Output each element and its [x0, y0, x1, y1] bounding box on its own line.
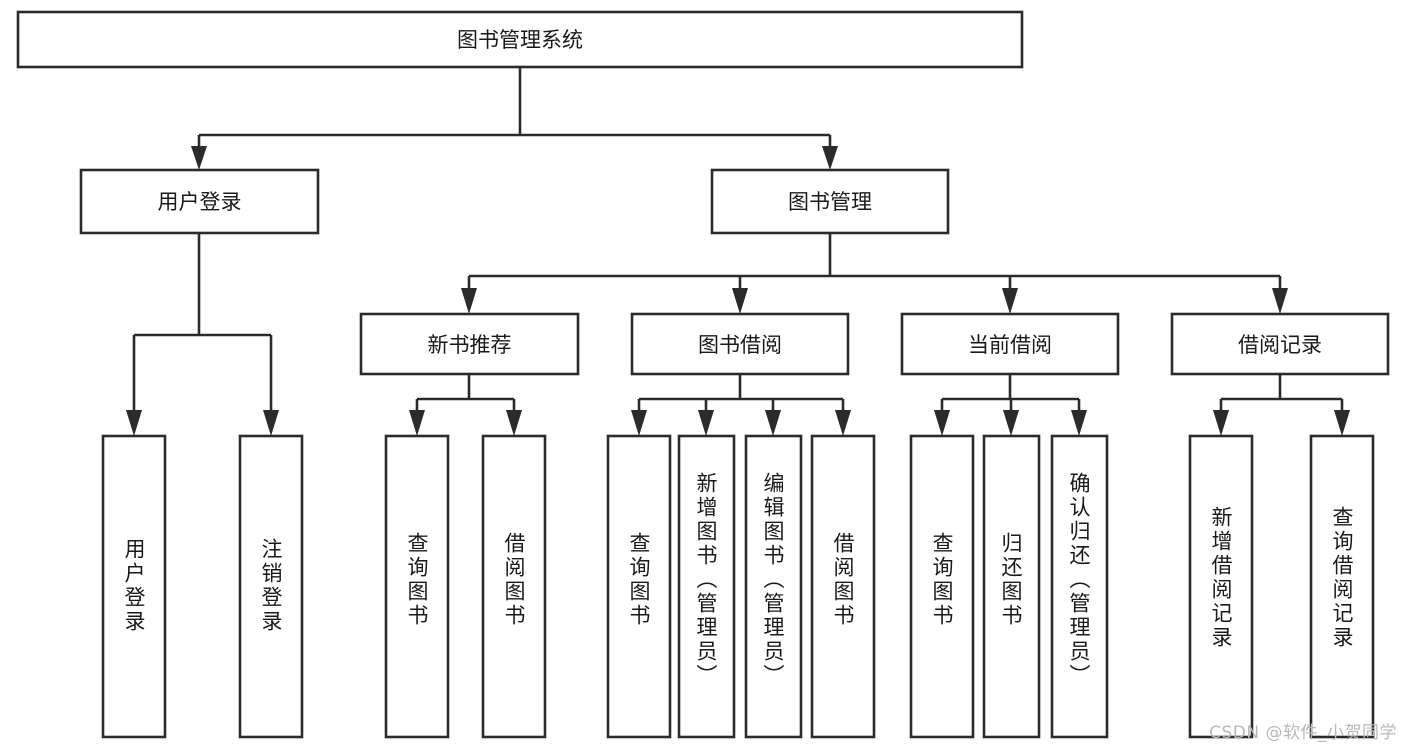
edge-group-root: [191, 67, 838, 170]
node-leaf-query-book-rec-label: 查询图书: [405, 532, 429, 628]
node-leaf-return-book-box[interactable]: [982, 434, 1041, 739]
node-user-login-label: 用户登录: [158, 190, 242, 214]
arrow-head-icon: [1071, 410, 1087, 436]
node-leaf-user-login-box[interactable]: [101, 434, 167, 739]
node-book-borrow-label: 图书借阅: [698, 333, 782, 357]
node-leaf-edit-book[interactable]: 编辑图书（管理员）: [744, 434, 803, 739]
arrow-head-icon: [732, 288, 748, 314]
node-leaf-query-book-c-box[interactable]: [909, 434, 975, 739]
node-leaf-query-record-label: 查询借阅记录: [1330, 506, 1354, 650]
node-leaf-add-book[interactable]: 新增图书（管理员）: [677, 434, 736, 739]
node-user-login[interactable]: 用户登录: [79, 168, 320, 235]
node-leaf-edit-book-label: 编辑图书（管理员）: [761, 472, 785, 688]
arrow-head-icon: [765, 410, 781, 436]
arrow-head-icon: [126, 410, 142, 436]
node-leaf-query-book-b-box[interactable]: [606, 434, 672, 739]
arrow-head-icon: [409, 410, 425, 436]
node-borrow-record-box[interactable]: [1170, 312, 1390, 376]
node-leaf-borrow-book-b-label: 借阅图书: [831, 532, 855, 628]
node-leaf-edit-book-box[interactable]: [744, 434, 803, 739]
node-leaf-confirm-return-box[interactable]: [1050, 434, 1109, 739]
node-new-book-rec[interactable]: 新书推荐: [359, 312, 580, 376]
arrow-head-icon: [461, 288, 477, 314]
node-book-borrow[interactable]: 图书借阅: [630, 312, 850, 376]
node-borrow-record-label: 借阅记录: [1238, 333, 1322, 357]
node-user-login-box[interactable]: [79, 168, 320, 235]
node-leaf-query-book-b-label: 查询图书: [627, 532, 651, 628]
arrow-head-icon: [1334, 410, 1350, 436]
arrow-head-icon: [835, 410, 851, 436]
node-leaf-confirm-return-label: 确认归还（管理员）: [1067, 472, 1091, 688]
arrow-head-icon: [191, 146, 207, 170]
node-leaf-add-book-label: 新增图书（管理员）: [694, 472, 718, 688]
arrow-head-icon: [1002, 288, 1018, 314]
node-leaf-add-record[interactable]: 新增借阅记录: [1188, 434, 1254, 739]
node-leaf-confirm-return[interactable]: 确认归还（管理员）: [1050, 434, 1109, 739]
node-current-borrow-box[interactable]: [900, 312, 1120, 376]
node-leaf-return-book-label: 归还图书: [999, 532, 1023, 628]
arrow-head-icon: [1272, 288, 1288, 314]
node-root[interactable]: 图书管理系统: [16, 10, 1024, 69]
node-leaf-query-book-c[interactable]: 查询图书: [909, 434, 975, 739]
node-leaf-borrow-book-b[interactable]: 借阅图书: [810, 434, 876, 739]
node-leaf-query-book-c-label: 查询图书: [930, 532, 954, 628]
node-leaf-query-record-box[interactable]: [1309, 434, 1375, 739]
node-leaf-add-record-box[interactable]: [1188, 434, 1254, 739]
node-leaf-borrow-book-b-box[interactable]: [810, 434, 876, 739]
node-leaf-query-book-rec-box[interactable]: [384, 434, 450, 739]
node-leaf-user-login-label: 用户登录: [122, 538, 146, 634]
arrow-head-icon: [263, 410, 279, 436]
edge-group-user-login: [126, 233, 279, 436]
node-leaf-add-record-label: 新增借阅记录: [1209, 506, 1233, 650]
node-leaf-return-book[interactable]: 归还图书: [982, 434, 1041, 739]
arrow-head-icon: [506, 410, 522, 436]
node-leaf-borrow-book-rec[interactable]: 借阅图书: [481, 434, 547, 739]
node-root-box[interactable]: [16, 10, 1024, 69]
arrow-head-icon: [934, 410, 950, 436]
node-book-borrow-box[interactable]: [630, 312, 850, 376]
node-current-borrow-label: 当前借阅: [968, 333, 1052, 357]
arrow-head-icon: [631, 410, 647, 436]
node-new-book-rec-label: 新书推荐: [428, 333, 512, 357]
node-leaf-borrow-book-rec-label: 借阅图书: [502, 532, 526, 628]
edge-group-current-borrow: [934, 374, 1087, 436]
node-book-manage[interactable]: 图书管理: [710, 168, 950, 235]
node-leaf-query-book-rec[interactable]: 查询图书: [384, 434, 450, 739]
edge-group-new-book-rec: [409, 374, 522, 436]
node-leaf-add-book-box[interactable]: [677, 434, 736, 739]
arrow-head-icon: [1213, 410, 1229, 436]
node-book-manage-label: 图书管理: [788, 190, 872, 214]
edge-group-borrow-record: [1213, 374, 1350, 436]
node-leaf-query-book-b[interactable]: 查询图书: [606, 434, 672, 739]
arrow-head-icon: [822, 146, 838, 170]
node-leaf-query-record[interactable]: 查询借阅记录: [1309, 434, 1375, 739]
arrow-head-icon: [698, 410, 714, 436]
node-current-borrow[interactable]: 当前借阅: [900, 312, 1120, 376]
arrow-head-icon: [1003, 410, 1019, 436]
node-root-label: 图书管理系统: [457, 28, 583, 52]
node-leaf-logout[interactable]: 注销登录: [238, 434, 304, 739]
node-leaf-user-login[interactable]: 用户登录: [101, 434, 167, 739]
node-leaf-logout-label: 注销登录: [259, 538, 283, 634]
edge-group-book-borrow: [631, 374, 851, 436]
node-leaf-borrow-book-rec-box[interactable]: [481, 434, 547, 739]
node-new-book-rec-box[interactable]: [359, 312, 580, 376]
node-book-manage-box[interactable]: [710, 168, 950, 235]
node-borrow-record[interactable]: 借阅记录: [1170, 312, 1390, 376]
node-leaf-logout-box[interactable]: [238, 434, 304, 739]
edge-group-book-manage: [461, 233, 1288, 314]
